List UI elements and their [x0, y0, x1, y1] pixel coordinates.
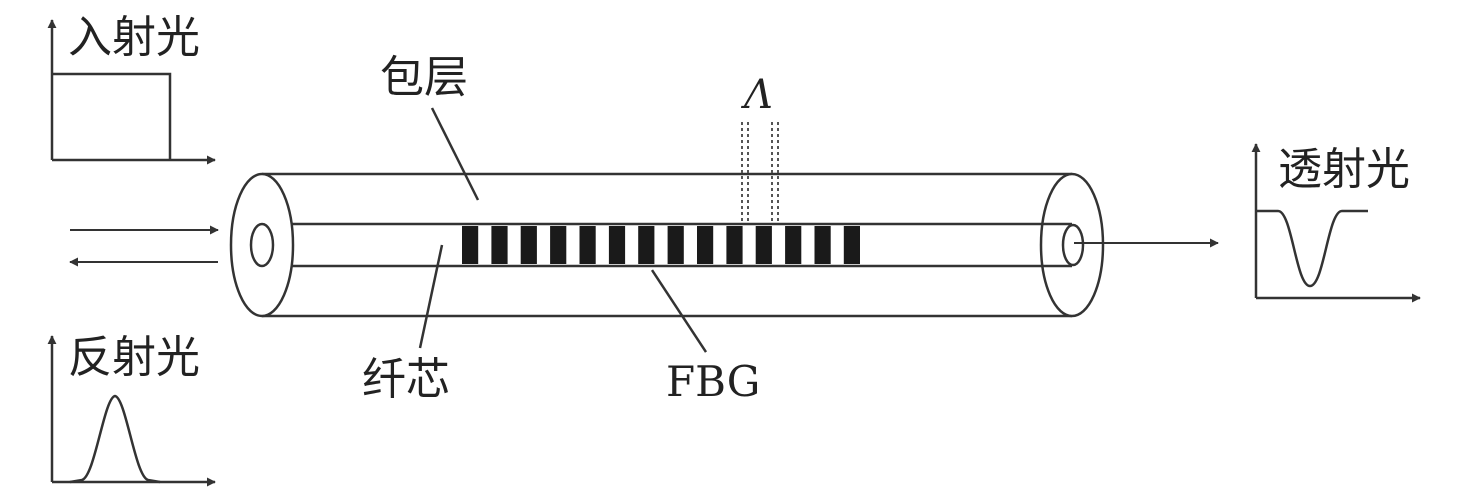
- grating-bar: [843, 226, 860, 264]
- reflected-light-label: 反射光: [68, 332, 200, 383]
- incident-light-plot: 入射光: [47, 12, 216, 165]
- fbg-label: FBG: [666, 357, 760, 406]
- core-right-end: [1061, 223, 1085, 267]
- incident-spectrum-curve: [52, 72, 172, 160]
- grating-bar: [697, 226, 714, 264]
- fiber-bragg-grating: [462, 226, 860, 264]
- grating-bar: [491, 226, 508, 264]
- core-label: 纤芯: [362, 354, 450, 405]
- period-marker: Λ: [740, 72, 779, 224]
- reflected-light-plot: 反射光: [47, 332, 216, 487]
- core-leader-line: [418, 244, 444, 349]
- transmitted-light-label: 透射光: [1278, 144, 1410, 195]
- period-label: Λ: [740, 72, 773, 118]
- optical-fiber: [229, 172, 1105, 318]
- grating-bar: [608, 226, 626, 264]
- grating-bar: [726, 226, 743, 264]
- core-left-end: [249, 222, 275, 268]
- incident-light-label: 入射光: [68, 12, 200, 63]
- grating-bar: [755, 226, 772, 264]
- grating-bar: [638, 226, 655, 264]
- grating-bar: [667, 226, 684, 264]
- grating-bar: [785, 226, 802, 264]
- grating-bar: [550, 226, 567, 264]
- fbg-leader-line: [650, 269, 708, 353]
- grating-bar: [579, 226, 596, 264]
- transmitted-spectrum-curve: [1256, 209, 1368, 288]
- transmitted-light-plot: 透射光: [1251, 143, 1421, 303]
- grating-bar: [520, 226, 537, 264]
- cladding-label: 包层: [380, 52, 468, 103]
- cladding-leader-line: [430, 107, 480, 201]
- grating-bar: [814, 226, 831, 264]
- grating-bar: [462, 226, 479, 264]
- reflected-spectrum-curve: [69, 394, 161, 484]
